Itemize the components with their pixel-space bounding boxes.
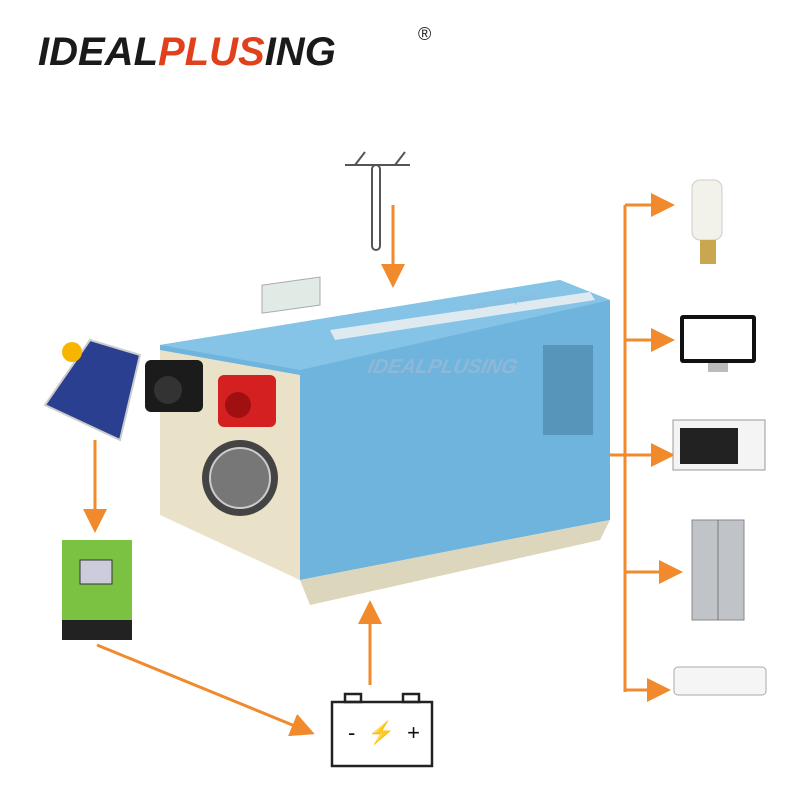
inverter-image — [145, 276, 610, 605]
logo-part: ING — [264, 30, 336, 74]
solar-panel-icon — [43, 338, 142, 442]
brand-logo: IDEALPLUSING — [38, 30, 336, 74]
battery-plus: + — [407, 720, 421, 745]
refrigerator-icon — [691, 519, 745, 621]
logo-part: IDEAL — [38, 30, 158, 74]
microwave-icon — [672, 419, 766, 471]
logo-part-red: PLUS — [158, 30, 265, 74]
registered-mark: ® — [418, 24, 432, 44]
charge-controller-icon — [62, 540, 132, 640]
battery-icon — [330, 692, 434, 768]
bolt-icon: ⚡ — [367, 720, 395, 745]
utility-pole-icon — [345, 151, 410, 251]
monitor-icon — [680, 315, 756, 372]
battery-symbols: - ⚡ + — [336, 720, 432, 746]
inverter-watermark: IDEALPLUSING — [365, 356, 520, 378]
led-bulb-icon — [691, 179, 723, 264]
battery-minus: - — [347, 720, 356, 745]
sun-icon — [62, 342, 82, 362]
air-conditioner-icon — [673, 666, 767, 696]
arrow-controller-to-battery — [96, 643, 315, 737]
